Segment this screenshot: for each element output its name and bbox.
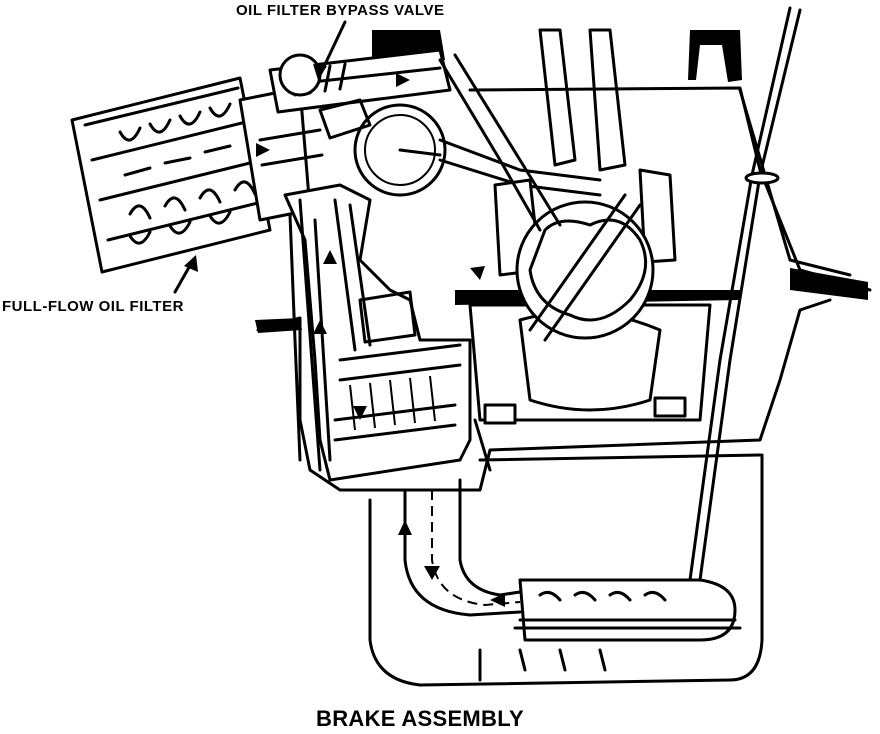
- crankshaft-assembly: [353, 103, 740, 425]
- bypass-pointer-arrow: [313, 64, 327, 80]
- figure-caption: BRAKE ASSEMBLY: [316, 706, 524, 731]
- oil-pan: [256, 298, 832, 687]
- oil-filter: [70, 76, 324, 274]
- oil-flow-arrows: [256, 73, 505, 607]
- bypass-valve-label: OIL FILTER BYPASS VALVE: [236, 2, 445, 19]
- full-flow-oil-filter-label: FULL-FLOW OIL FILTER: [2, 298, 184, 315]
- filter-pointer-arrow: [184, 255, 198, 272]
- label-leaders: [173, 20, 347, 294]
- oil-pump: [255, 183, 472, 482]
- dipstick: [688, 6, 802, 582]
- pickup-tube: [403, 478, 742, 682]
